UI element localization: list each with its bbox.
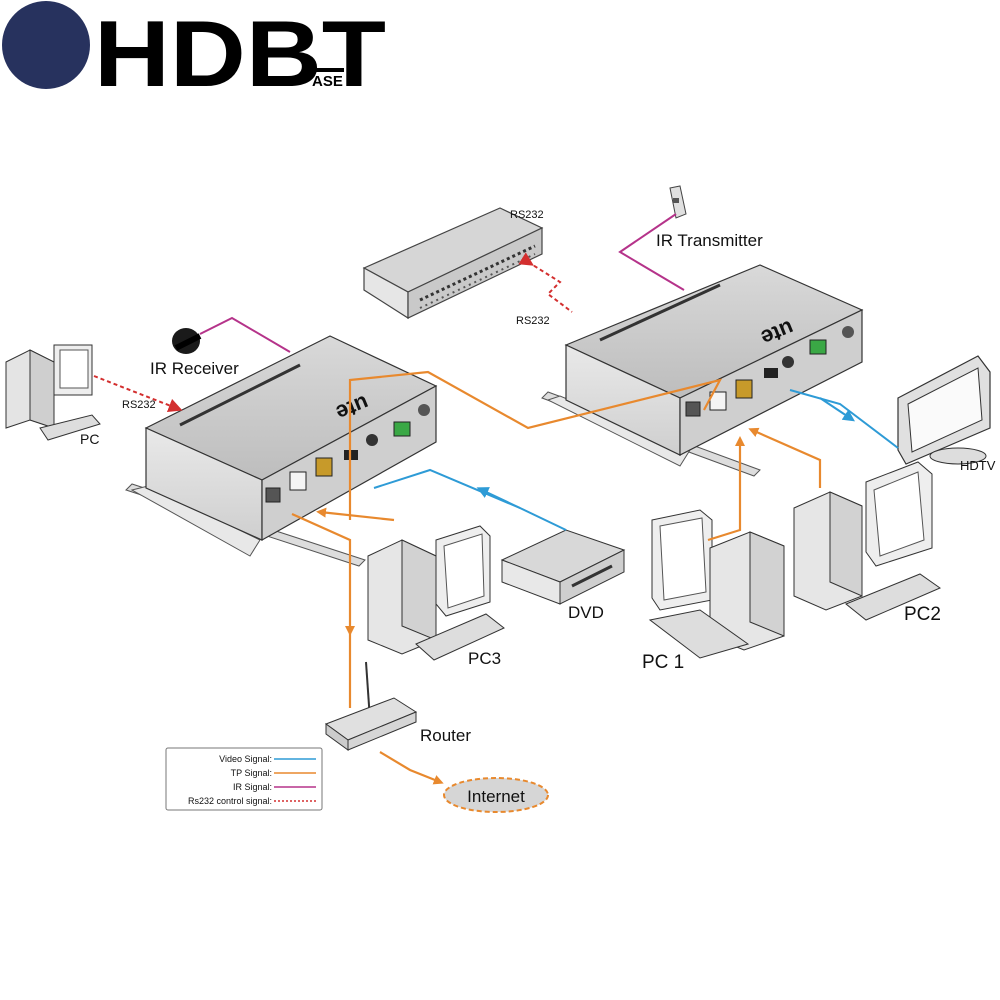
dvd-label: DVD: [568, 603, 604, 622]
internet-ellipse: [443, 777, 549, 813]
tp-signal-lines: [291, 370, 822, 785]
legend-label-video: Video Signal:: [219, 754, 272, 764]
internet-node: Internet: [443, 777, 549, 813]
legend-label-ir: IR Signal:: [233, 782, 272, 792]
rs232-signal-lines: [93, 252, 573, 412]
transmitter-unit: ute: [541, 264, 864, 477]
rs232-mid-label: RS232: [516, 315, 550, 327]
ir-receiver-eye: [172, 328, 202, 354]
legend-box: [165, 747, 323, 811]
internet-label: Internet: [467, 787, 525, 806]
router: [324, 661, 418, 751]
pc3: [367, 525, 505, 661]
pc2-label: PC2: [904, 604, 941, 625]
ir-receiver-label: IR Receiver: [150, 359, 239, 378]
rs232-pc-label: RS232: [122, 399, 156, 411]
ir-signal-lines: [199, 213, 685, 353]
dvd-player: [500, 529, 626, 605]
pc-left: [5, 344, 101, 441]
legend: Video Signal: TP Signal: IR Signal: Rs23…: [165, 747, 323, 811]
ir-transmitter-label: IR Transmitter: [656, 231, 763, 250]
logo-circle: [2, 1, 90, 89]
hdtv-label: HDTV: [960, 458, 996, 473]
logo-underline: [304, 68, 344, 72]
pc1-label: PC 1: [642, 652, 684, 673]
legend-label-rs232: Rs232 control signal:: [188, 796, 272, 806]
legend-label-tp: TP Signal:: [231, 768, 272, 778]
pc-label: PC: [80, 431, 99, 447]
logo-text: HDBT: [94, 1, 386, 106]
rack-device: [362, 207, 544, 320]
pc1: [648, 509, 785, 659]
pc3-label: PC3: [468, 649, 501, 668]
logo-sub: ASE: [312, 73, 343, 90]
pc2: [793, 461, 942, 621]
hdbaset-logo: HDBT ASE: [2, 1, 386, 106]
rs232-top-label: RS232: [510, 209, 544, 221]
video-signal-lines: [373, 389, 899, 531]
router-label: Router: [420, 726, 471, 745]
ir-transmitter-emitter: [669, 185, 687, 219]
hdtv: [897, 355, 991, 465]
